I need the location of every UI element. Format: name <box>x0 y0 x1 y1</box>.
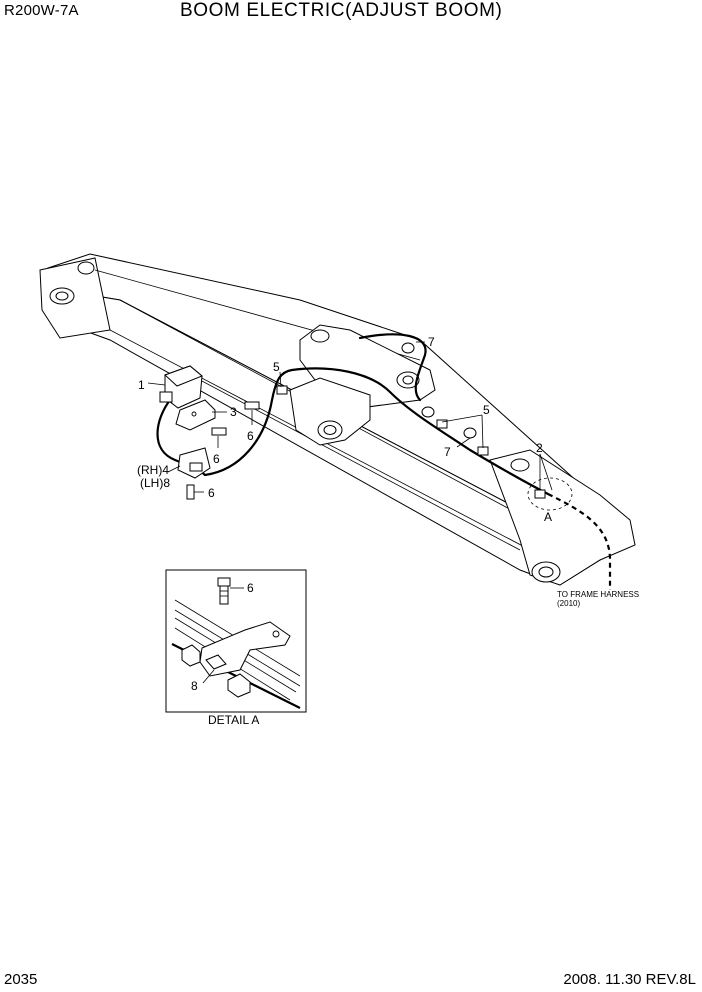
leader-lines <box>147 341 553 493</box>
detail-callout-6: 6 <box>247 581 254 595</box>
harness-note-line1: TO FRAME HARNESS <box>557 590 639 599</box>
detail-a-label: DETAIL A <box>208 713 259 727</box>
page-title: BOOM ELECTRIC(ADJUST BOOM) <box>180 0 503 21</box>
detail-a-reference: A <box>544 510 552 524</box>
callout-lh8: (LH)8 <box>140 476 170 490</box>
revision-date: 2008. 11.30 REV.8L <box>563 971 696 988</box>
harness-note-line2: (2010) <box>557 599 580 608</box>
callout-7-top: 7 <box>428 335 435 349</box>
clamp-plate <box>177 447 211 479</box>
callout-6-b: 6 <box>213 452 220 466</box>
callout-2: 2 <box>536 441 543 455</box>
callout-1: 1 <box>138 378 145 392</box>
callout-6-c: 6 <box>208 486 215 500</box>
page-number: 2035 <box>4 971 38 988</box>
clips <box>276 342 546 499</box>
lamp-bracket <box>175 399 216 431</box>
callout-7-mid: 7 <box>444 445 451 459</box>
boom-body <box>39 253 636 586</box>
callout-6-a: 6 <box>247 429 254 443</box>
detail-a-panel <box>165 569 307 713</box>
callout-5-rear: 5 <box>483 403 490 417</box>
detail-callout-8: 8 <box>191 679 198 693</box>
callout-5-front: 5 <box>273 360 280 374</box>
callout-rh4: (RH)4 <box>137 463 169 477</box>
model-code: R200W-7A <box>4 2 79 19</box>
work-lamp <box>159 365 203 409</box>
callout-3: 3 <box>230 405 237 419</box>
